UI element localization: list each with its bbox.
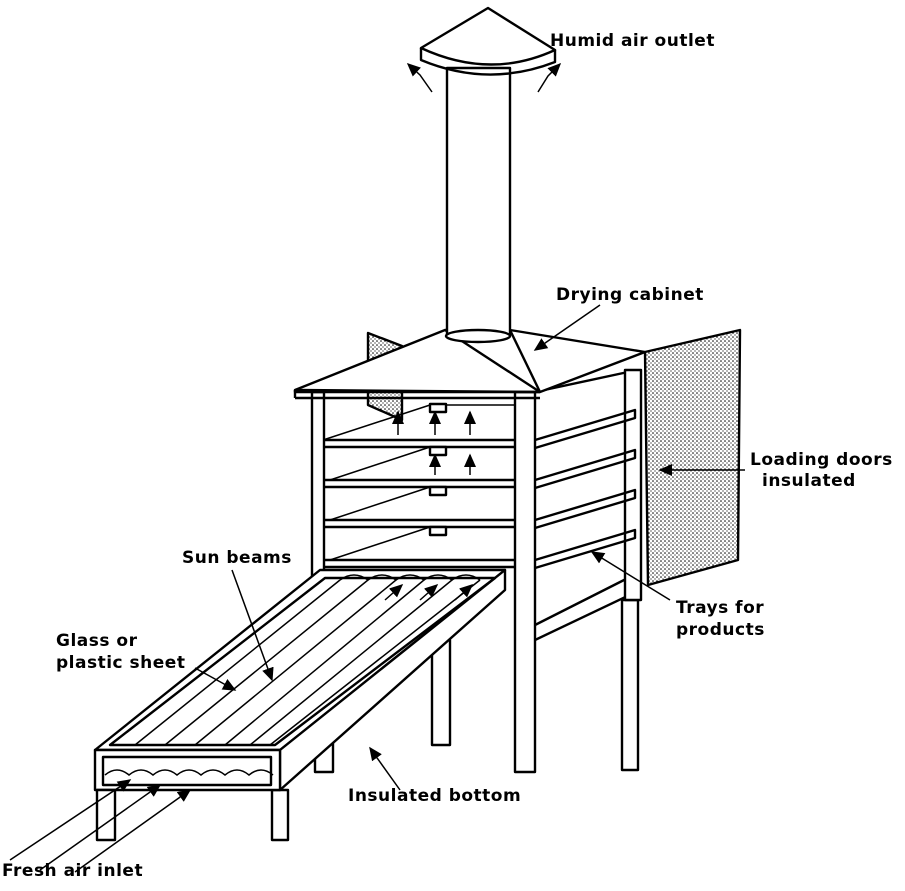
- label-sun-beams: Sun beams: [182, 548, 292, 568]
- trays-side: [534, 408, 637, 570]
- cabinet-right-side: [534, 368, 643, 642]
- label-trays: Trays for: [676, 598, 765, 618]
- label-loading-doors: Loading doors: [750, 450, 893, 470]
- cabinet-roof: [293, 328, 647, 400]
- label-insulated-bottom: Insulated bottom: [348, 786, 522, 806]
- label-loading-doors-insulated: insulated: [762, 471, 856, 491]
- label-humid-air-outlet: Humid air outlet: [550, 31, 715, 51]
- label-products: products: [676, 620, 765, 640]
- chimney: [419, 6, 557, 344]
- humid-air-arrows: [406, 62, 562, 93]
- air-flow-arrows: [392, 402, 476, 537]
- label-glass: Glass or: [56, 631, 138, 651]
- label-drying-cabinet: Drying cabinet: [556, 285, 704, 305]
- loading-door: [643, 328, 742, 587]
- label-fresh-air-inlet: Fresh air inlet: [2, 861, 144, 881]
- label-leaders: [194, 304, 745, 791]
- trays-front: [322, 404, 515, 569]
- label-plastic-sheet: plastic sheet: [56, 653, 186, 673]
- solar-collector: [93, 568, 507, 842]
- fresh-air-arrows: [9, 779, 192, 873]
